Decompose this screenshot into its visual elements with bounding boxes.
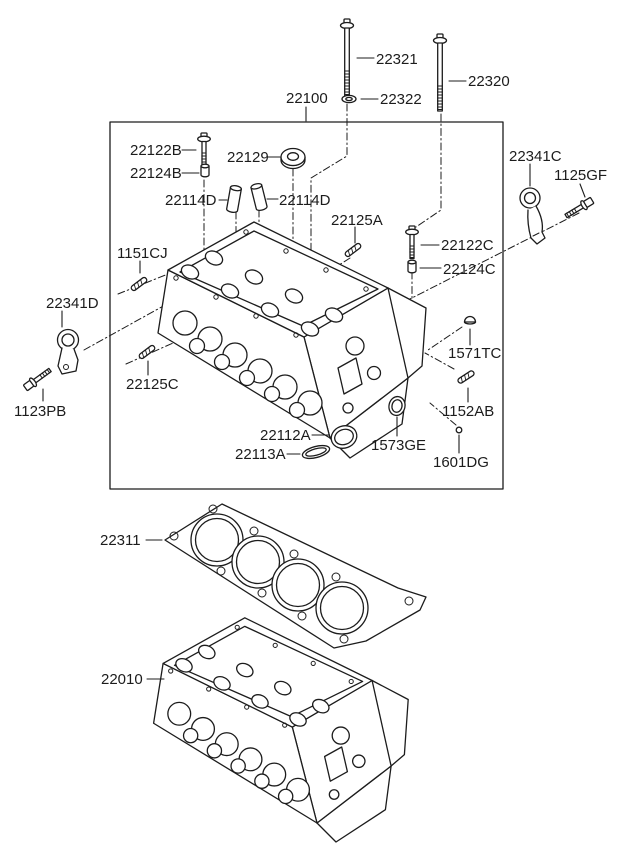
part-label-1573GE: 1573GE — [371, 437, 427, 454]
bolt-1123PB-drawing — [21, 365, 54, 393]
part-label-22125C: 22125C — [126, 376, 179, 393]
part-label-22124C: 22124C — [443, 261, 496, 278]
part-label-22114D-right: 22114D — [279, 192, 331, 209]
cap-22129-drawing — [280, 147, 306, 170]
seal-22112A-drawing — [328, 422, 360, 452]
part-label-22341D: 22341D — [46, 295, 99, 312]
leader-lines — [43, 58, 585, 679]
bolt-22122C-drawing — [405, 225, 419, 260]
cylinder-head-sub-assembly-drawing — [157, 221, 427, 459]
part-label-22125A: 22125A — [331, 212, 383, 229]
bolt-1125GF-drawing — [562, 195, 596, 221]
part-label-22122C: 22122C — [441, 237, 494, 254]
part-label-22321: 22321 — [376, 51, 418, 68]
part-label-22129: 22129 — [227, 149, 269, 166]
part-label-1601DG: 1601DG — [433, 454, 489, 471]
ball-1601DG-drawing — [456, 427, 462, 433]
part-label-22113A: 22113A — [235, 446, 286, 463]
pin-1151CJ-drawing — [129, 275, 149, 293]
bracket-22341D-drawing — [56, 328, 80, 375]
pin-22125A-drawing — [343, 241, 363, 259]
bolt-22320-drawing — [432, 33, 448, 112]
part-label-22010: 22010 — [101, 671, 143, 688]
part-label-22341C: 22341C — [509, 148, 562, 165]
bracket-22341C-drawing — [519, 187, 546, 245]
part-label-1571TC: 1571TC — [448, 345, 502, 362]
cylinder-head-22010-drawing — [152, 617, 409, 843]
washer-22322-drawing — [342, 95, 356, 102]
part-label-22320: 22320 — [468, 73, 510, 90]
part-label-1152AB: 1152AB — [442, 403, 495, 420]
seal-22113A-drawing — [301, 443, 331, 461]
pin-1152AB-drawing — [456, 369, 476, 385]
part-label-22124B: 22124B — [130, 165, 182, 182]
part-label-22311: 22311 — [100, 532, 141, 549]
part-label-22100: 22100 — [286, 90, 328, 107]
part-label-1125GF: 1125GF — [554, 167, 608, 184]
part-label-1123PB: 1123PB — [14, 403, 67, 420]
seal-1573GE-drawing — [387, 395, 407, 417]
part-label-22322: 22322 — [380, 91, 422, 108]
assembly-box-outline — [110, 122, 503, 489]
spacer-22124B-drawing — [200, 163, 210, 178]
part-label-22112A: 22112A — [260, 427, 311, 444]
spacer-22124C-drawing — [407, 259, 417, 274]
part-label-22122B: 22122B — [130, 142, 182, 159]
valve-guide-22114D-right-drawing — [249, 182, 269, 212]
head-gasket-22311-drawing — [164, 503, 427, 649]
valve-guide-22114D-left-drawing — [225, 184, 243, 214]
bolt-22122B-drawing — [197, 132, 211, 167]
bolt-22321-drawing — [339, 18, 355, 97]
part-label-1151CJ: 1151CJ — [117, 245, 168, 262]
plug-1571TC-drawing — [463, 315, 477, 325]
part-label-22114D-left: 22114D — [165, 192, 217, 209]
